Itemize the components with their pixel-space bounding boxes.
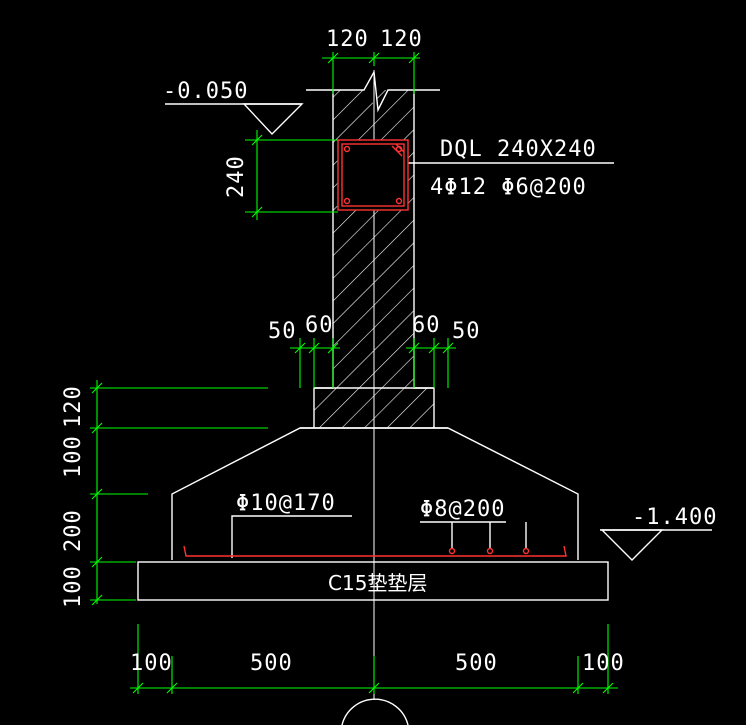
dim-v-120: 120 xyxy=(61,385,86,428)
break-line xyxy=(306,69,440,113)
dim-top-left: 120 xyxy=(326,27,369,52)
bedding-layer xyxy=(137,561,609,601)
beam-rebar-label: 4Φ12 Φ6@200 xyxy=(430,175,587,200)
elev-top-triangle xyxy=(242,103,304,136)
dim-step-right-inner: 60 xyxy=(412,313,441,338)
rebar-label-right: Φ8@200 xyxy=(420,497,505,522)
dim-bottom-right-100: 100 xyxy=(582,651,625,676)
dim-v-100-bottom: 100 xyxy=(61,565,86,608)
dim-v-200: 200 xyxy=(61,509,86,552)
dim-step-left-inner: 60 xyxy=(305,313,334,338)
rebar-group xyxy=(183,139,567,557)
beam-bar-br xyxy=(395,197,403,205)
beam-stirrup-inner xyxy=(341,143,405,207)
beam-bar-tl xyxy=(343,145,351,153)
dim-v-100: 100 xyxy=(61,435,86,478)
wall-hatch xyxy=(314,90,434,428)
rebar-label-left: Φ10@170 xyxy=(236,491,336,516)
dim-bottom-left-100: 100 xyxy=(130,651,173,676)
dim-bottom-right-500: 500 xyxy=(455,651,498,676)
wall-left-edge xyxy=(313,90,334,428)
dim-bottom-left-500: 500 xyxy=(250,651,293,676)
dim-step-right-outer: 50 xyxy=(452,319,481,344)
elev-bottom-triangle xyxy=(600,529,664,561)
stirrup-hook-1 xyxy=(395,143,405,153)
elevation-bottom-label: -1.400 xyxy=(632,505,717,530)
footing-bar-3 xyxy=(522,547,530,555)
footing-bottom-bar xyxy=(183,545,567,557)
bedding-label: C15垫垫层 xyxy=(328,571,427,595)
footing-outline xyxy=(171,427,579,560)
beam-name-label: DQL 240X240 xyxy=(440,137,597,162)
dimension-lines xyxy=(90,52,618,694)
rebar-left-leader xyxy=(231,515,352,558)
dim-step-left-outer: 50 xyxy=(268,319,297,344)
dim-top-right: 120 xyxy=(380,27,423,52)
wall-right-edge xyxy=(413,90,435,428)
beam-bar-tr xyxy=(395,145,403,153)
footing-bar-1 xyxy=(448,547,456,555)
elevation-top-label: -0.050 xyxy=(163,79,248,104)
annotations: 120 120 -0.050 -1.400 DQL 240X240 4Φ12 Φ… xyxy=(61,27,717,676)
beam-stirrup-outer xyxy=(337,139,409,211)
bottom-arc xyxy=(341,698,409,725)
footing-bar-2 xyxy=(486,547,494,555)
dim-beam-height: 240 xyxy=(224,155,249,198)
beam-bar-bl xyxy=(343,197,351,205)
